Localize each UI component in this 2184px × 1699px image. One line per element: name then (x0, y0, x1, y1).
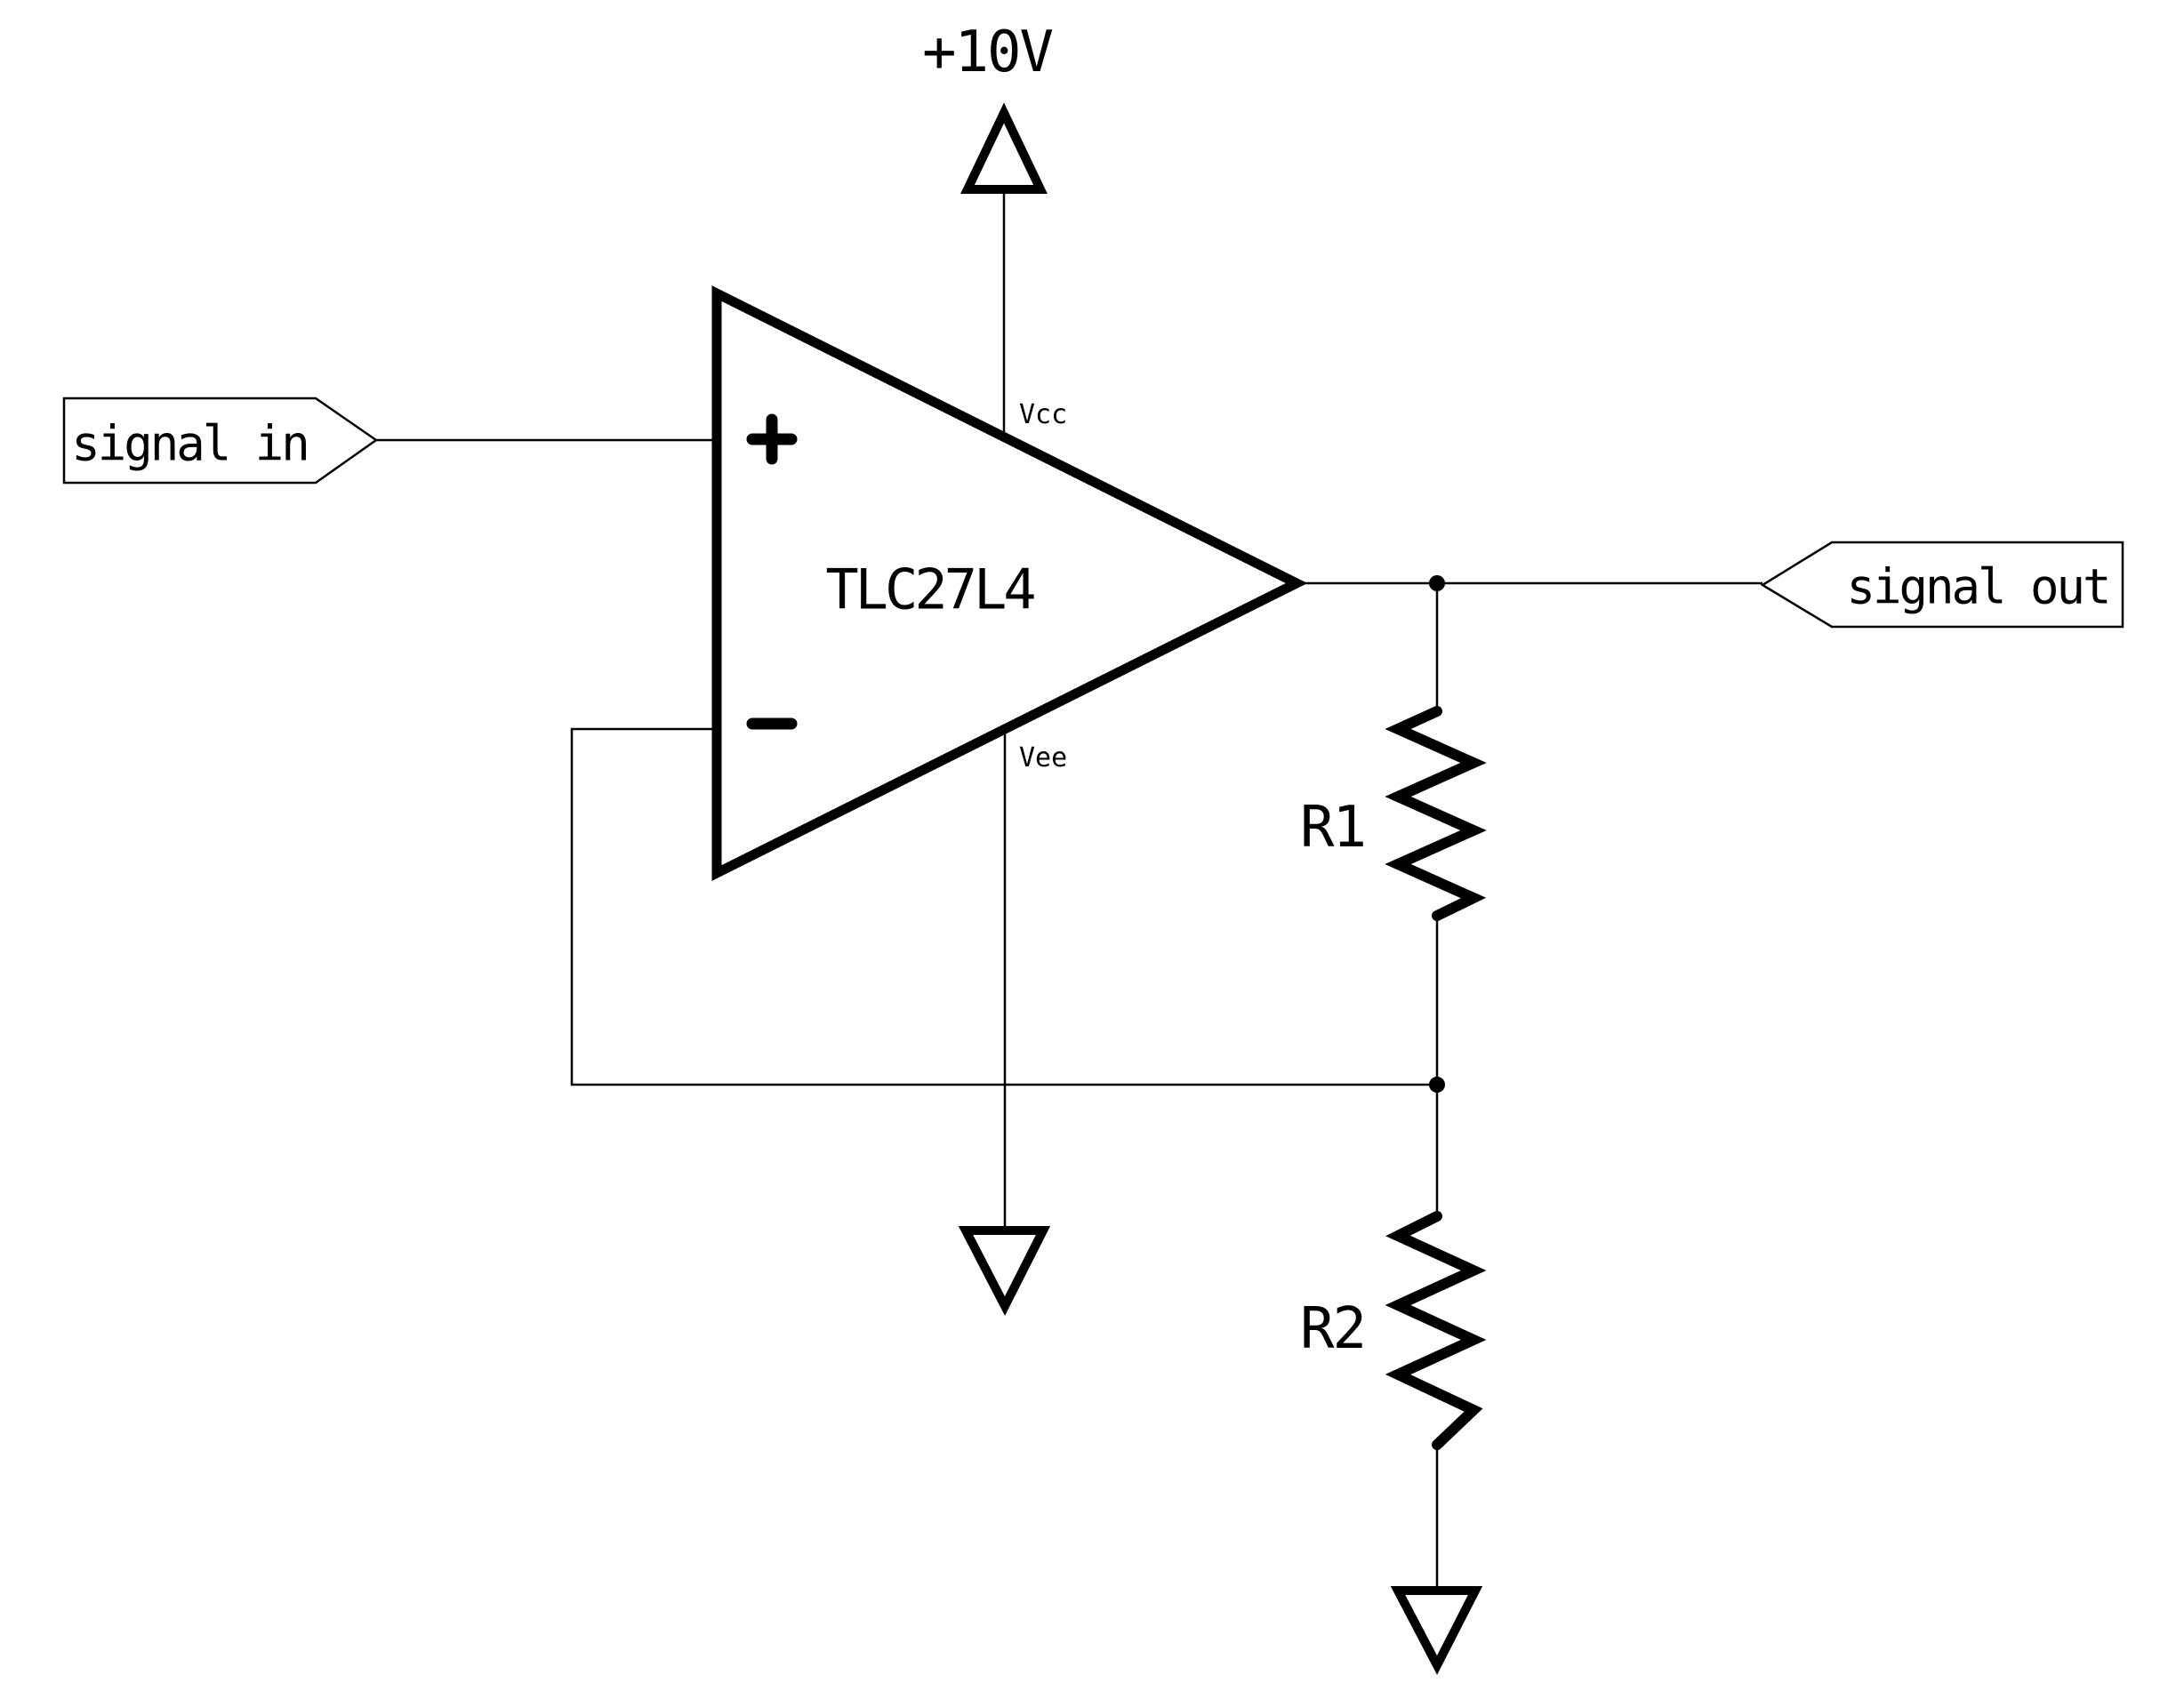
opamp: TLC27L4 Vcc Vee (711, 285, 1308, 881)
ground-icon-vee (958, 1226, 1051, 1316)
resistor-r1-label: R1 (1300, 795, 1365, 861)
junction-output-node (1429, 575, 1445, 591)
wire-feedback (570, 727, 1437, 1086)
resistor-r2: R2 (1300, 1211, 1487, 1450)
net-flag-signal-in: signal in (62, 397, 379, 485)
signal-in-label: signal in (71, 416, 308, 472)
junction-feedback-node (1429, 1077, 1445, 1093)
power-rail-icon (960, 102, 1048, 194)
vee-pin-label: Vee (1019, 742, 1067, 773)
resistor-r1-zigzag (1385, 706, 1487, 921)
opamp-part-number: TLC27L4 (825, 557, 1034, 622)
ground-icon-r2 (1390, 1586, 1483, 1675)
wires (376, 189, 1762, 1591)
supply-voltage-label: +10V (922, 20, 1053, 85)
signal-out-label: signal out (1846, 559, 2108, 615)
power-supply: +10V (922, 20, 1055, 194)
signal-in-flag-shape (62, 397, 379, 485)
resistor-r1: R1 (1300, 706, 1487, 921)
net-flag-signal-out: signal out (1760, 541, 2124, 629)
resistor-r2-label: R2 (1300, 1296, 1365, 1362)
opamp-triangle (711, 285, 1308, 881)
vcc-pin-label: Vcc (1019, 399, 1067, 430)
signal-out-flag-shape (1760, 541, 2124, 629)
resistor-r2-zigzag (1385, 1211, 1487, 1450)
noninverting-input-symbol (746, 413, 798, 465)
